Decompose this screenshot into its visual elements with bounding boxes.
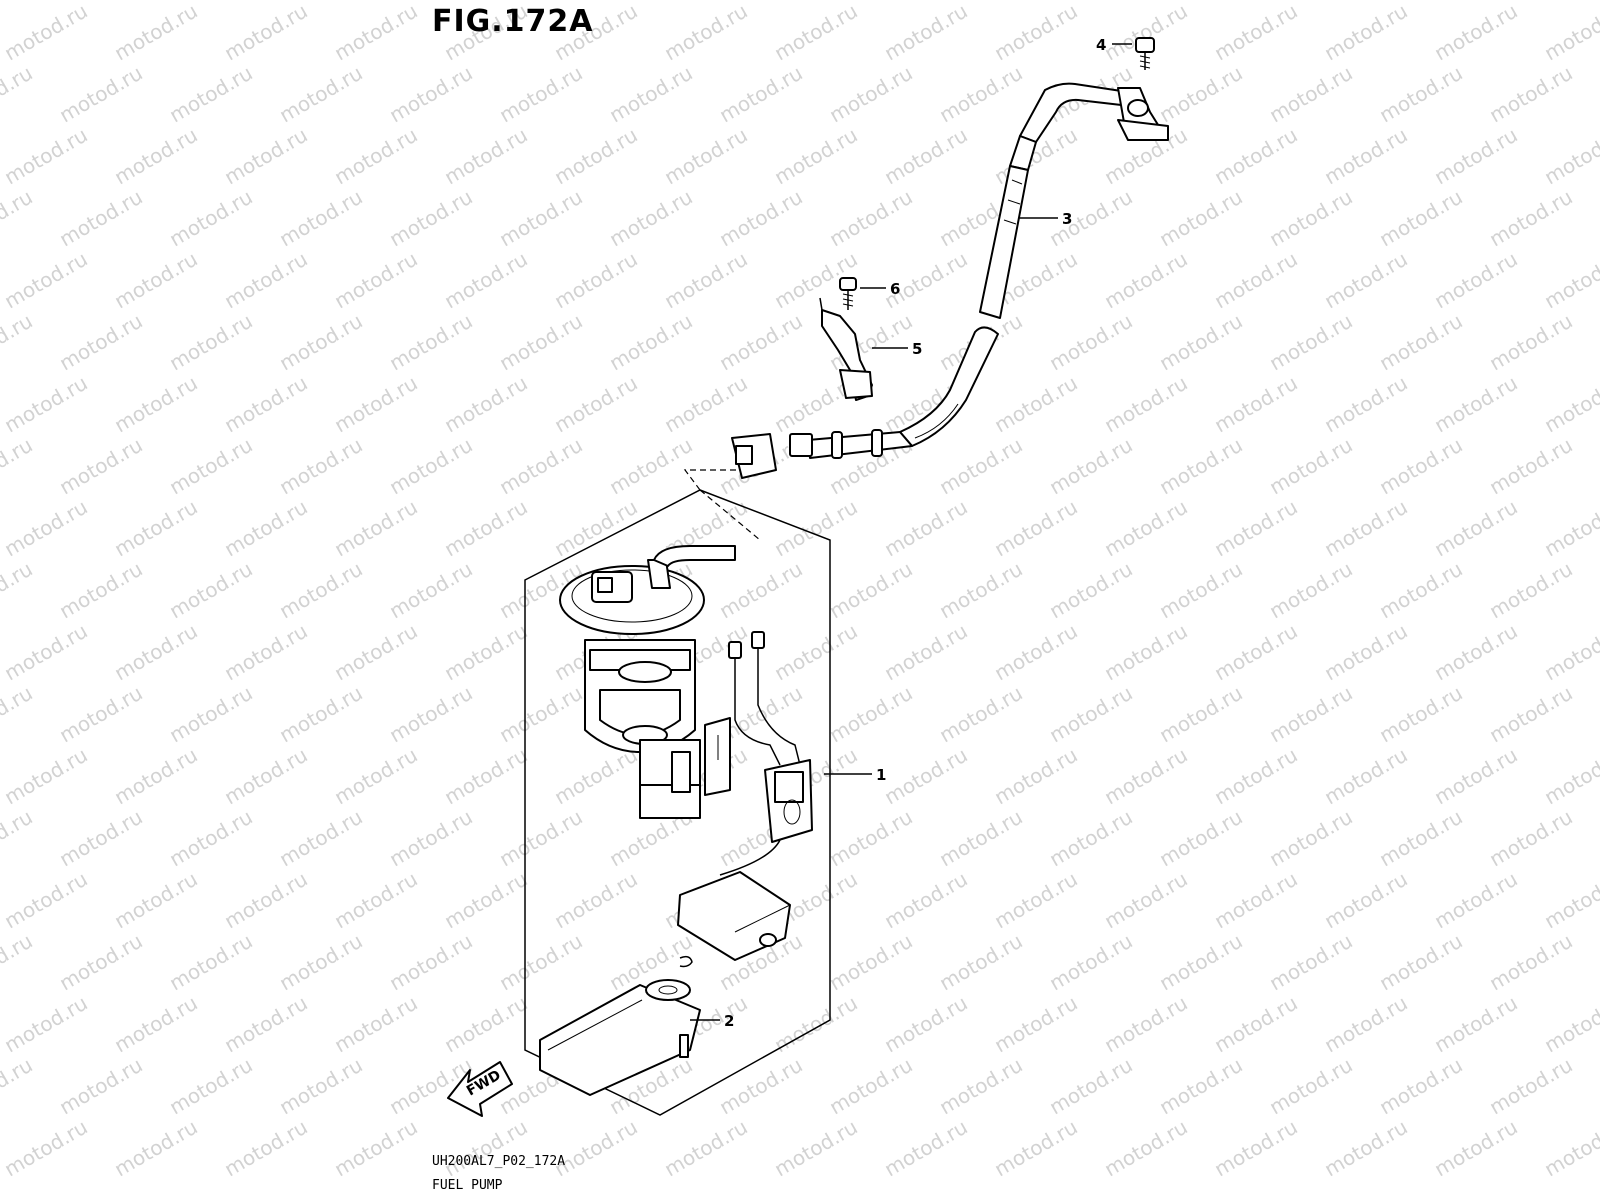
callout-2: 2 [724,1012,734,1030]
figure-title: FIG.172A [432,4,594,39]
fuel-pump-assembly [559,545,813,961]
callout-5: 5 [912,340,922,358]
bolt-6 [839,277,857,310]
bolt-4 [1135,37,1155,70]
fwd-direction-arrow: FWD [447,1061,513,1117]
figure-name: FUEL PUMP [432,1178,503,1193]
assembly-link-dash [683,469,740,491]
callout-3: 3 [1062,210,1072,228]
fuel-hose [731,82,1169,479]
assembly-link-dash-2 [699,489,761,541]
fuel-filter [539,955,701,1096]
callout-6: 6 [890,280,900,298]
callout-4: 4 [1096,36,1106,54]
callout-1: 1 [876,766,886,784]
figure-code: UH200AL7_P02_172A [432,1154,566,1169]
hose-clamp [819,297,873,401]
